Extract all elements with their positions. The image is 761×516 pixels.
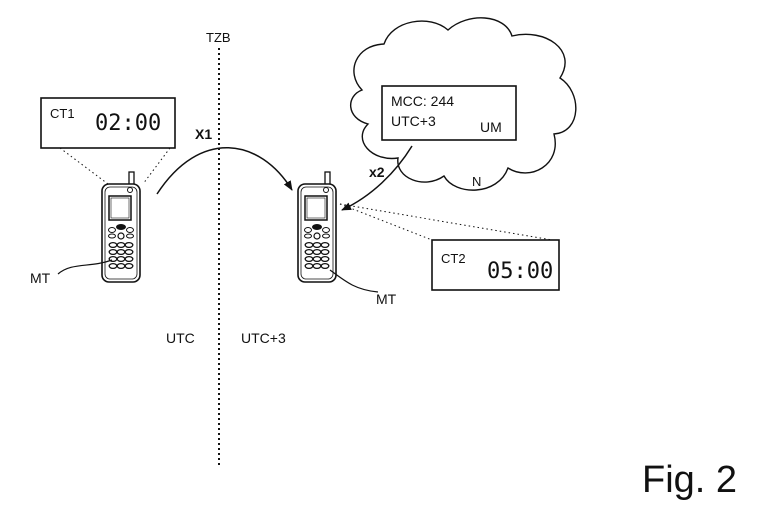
network-message-tag: UM [480, 119, 502, 135]
zone-label-right: UTC+3 [241, 330, 286, 346]
zone-label-left: UTC [166, 330, 195, 346]
projection-line [339, 203, 553, 241]
projection-line [142, 147, 171, 185]
terminal-label-right: MT [376, 291, 397, 307]
mobile-terminal-left [101, 171, 141, 283]
clock-time-right: 05:00 [487, 259, 553, 284]
clock-display-left [40, 97, 176, 149]
terminal-leader-left [57, 259, 113, 275]
signal-arrow [341, 145, 413, 211]
clock-name-left: CT1 [50, 106, 75, 121]
mobile-terminal-right [297, 171, 337, 283]
network-message-zone: UTC+3 [391, 113, 436, 129]
clock-name-right: CT2 [441, 251, 466, 266]
network-label: N [472, 174, 481, 189]
network-message-mcc: MCC: 244 [391, 93, 454, 109]
network-message-box [381, 85, 517, 141]
boundary-label: TZB [206, 30, 231, 45]
projection-line [339, 203, 433, 241]
movement-arrow [156, 147, 293, 195]
clock-time-left: 02:00 [95, 111, 161, 136]
terminal-label-left: MT [30, 270, 51, 286]
projection-line [59, 147, 109, 185]
figure-caption: Fig. 2 [642, 459, 737, 501]
terminal-leader-right [329, 269, 379, 293]
signal-arrow-label: x2 [369, 164, 385, 180]
clock-display-right [431, 239, 560, 291]
movement-arrow-label: X1 [195, 126, 212, 142]
